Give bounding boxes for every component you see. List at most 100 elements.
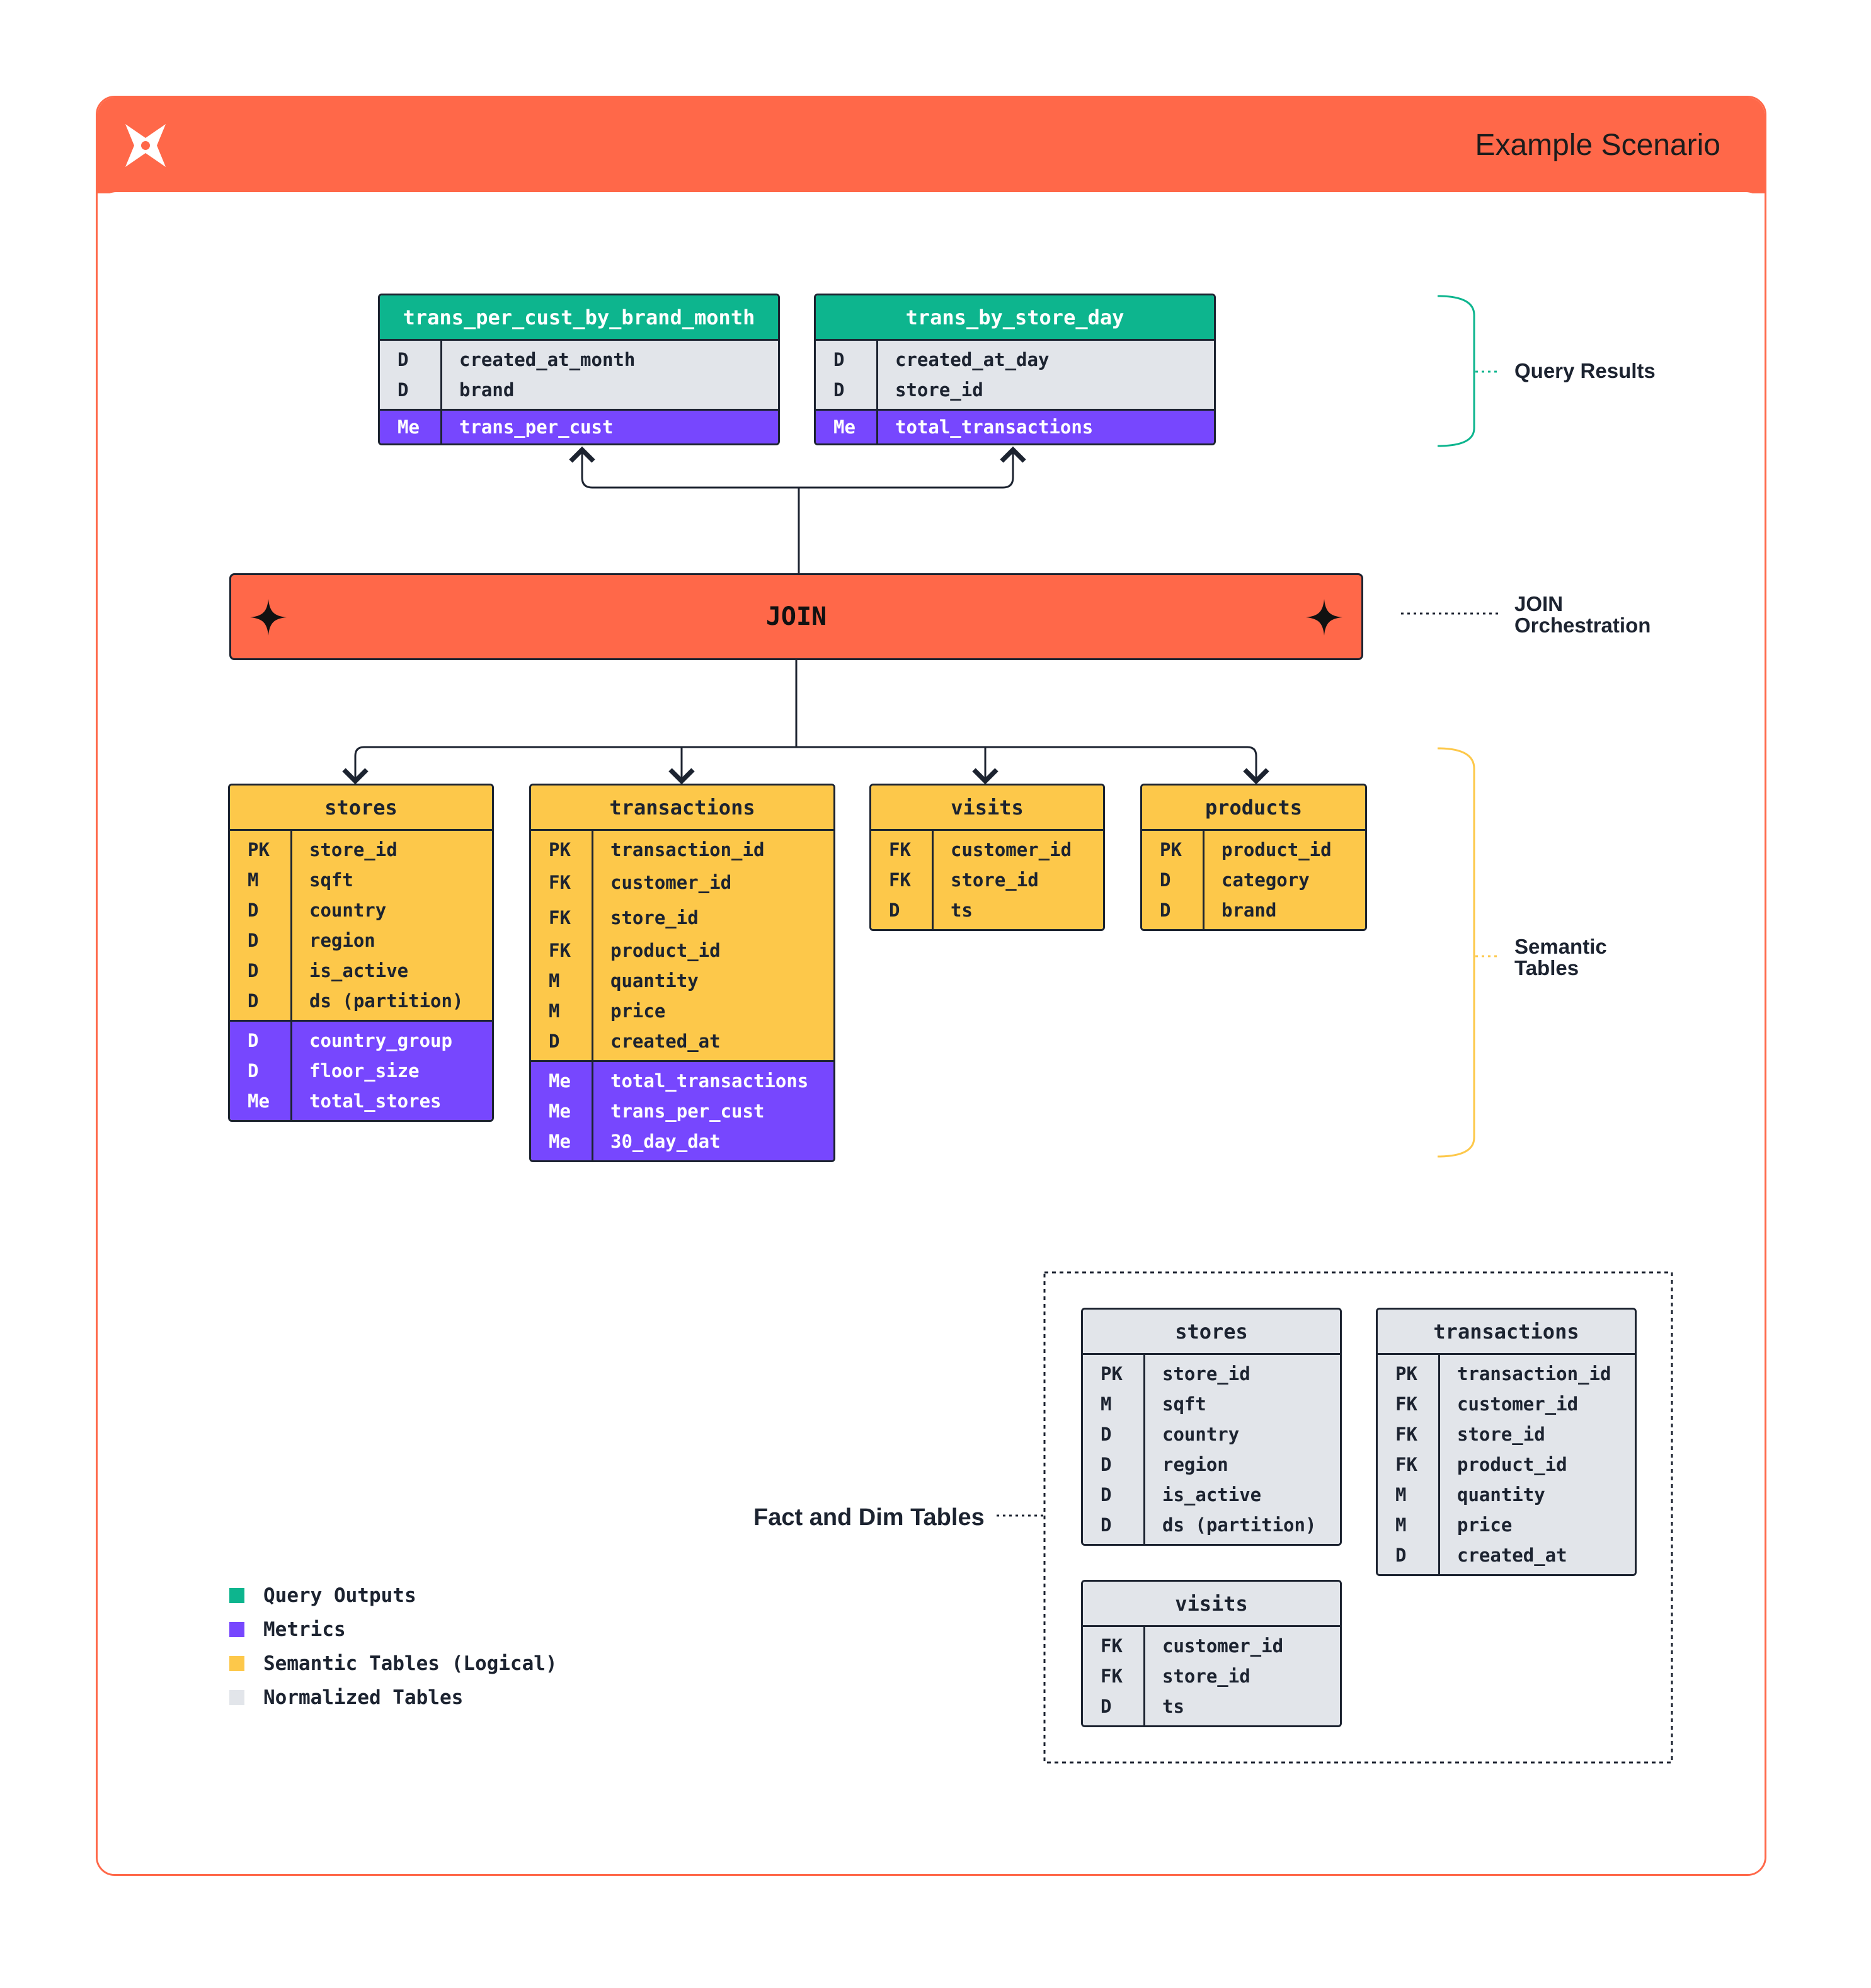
semantic-tables-bracket [1437,747,1475,1158]
table-title: products [1142,785,1365,831]
legend-swatch [229,1690,244,1705]
table-title: trans_by_store_day [816,295,1214,341]
dbt-logo-icon [125,124,166,167]
legend-item: Query Outputs [229,1579,558,1613]
frame-header: Example Scenario [98,98,1765,193]
page-title: Example Scenario [1475,129,1720,162]
query-branch-right [799,446,1026,489]
sparkle-icon [1306,599,1342,636]
fact-dim-label: Fact and Dim Tables [753,1504,985,1531]
table-title: trans_per_cust_by_brand_month [380,295,778,341]
legend-swatch [229,1622,244,1637]
table-title: stores [230,785,492,831]
legend-item: Semantic Tables (Logical) [229,1647,558,1681]
query-branch-left [569,446,799,489]
table-title: stores [1083,1310,1340,1355]
semantic-tables-label: Semantic Tables [1514,935,1607,980]
join-label: JOIN [765,602,827,631]
table-title: transactions [1378,1310,1635,1355]
join-orchestration-label: JOIN Orchestration [1514,592,1651,637]
legend: Query Outputs Metrics Semantic Tables (L… [229,1579,558,1715]
table-title: visits [871,785,1103,831]
join-bar: JOIN [229,573,1363,660]
sparkle-icon [250,599,287,636]
query-results-bracket [1437,295,1475,447]
legend-item: Metrics [229,1613,558,1647]
query-results-label: Query Results [1514,359,1656,382]
legend-item: Normalized Tables [229,1681,558,1715]
table-title: transactions [531,785,833,831]
legend-swatch [229,1588,244,1603]
fact-dim-box [1043,1271,1673,1764]
